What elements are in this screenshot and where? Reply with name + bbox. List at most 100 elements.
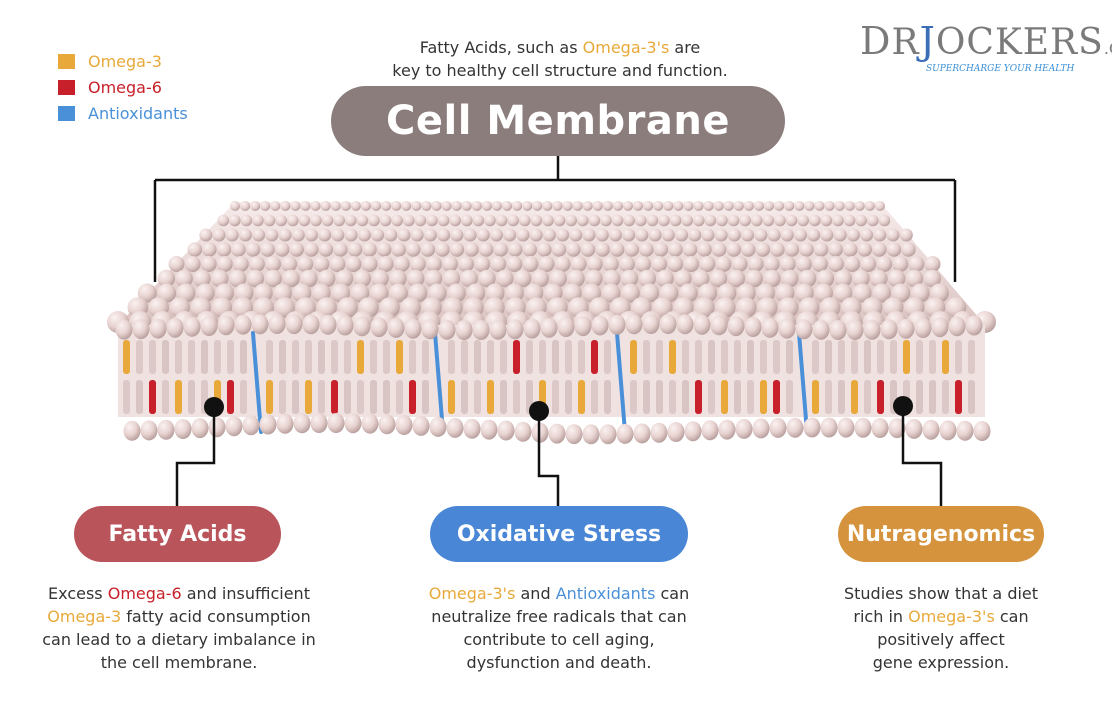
lipid-head xyxy=(356,214,369,227)
lipid-head xyxy=(586,256,603,272)
lipid-tail xyxy=(968,380,975,414)
drjockers-logo: DRJOCKERS.COM SUPERCHARGE YOUR HEALTH xyxy=(860,22,1112,74)
lipid-head xyxy=(495,214,508,227)
lipid-head xyxy=(231,242,246,257)
omega3-tail xyxy=(305,380,312,414)
fatty-acids-marker xyxy=(204,397,224,417)
lipid-head xyxy=(397,228,411,242)
lipid-head xyxy=(200,256,217,272)
lipid-head xyxy=(704,214,717,227)
lipid-head xyxy=(435,242,450,257)
lipid-head xyxy=(914,318,932,338)
lipid-head xyxy=(867,214,879,227)
lipid-tail xyxy=(643,380,650,414)
lipid-head xyxy=(735,418,753,439)
fa-omega6-highlight: Omega-6 xyxy=(107,584,182,603)
fa-text-1: Excess xyxy=(48,584,108,603)
lipid-tail xyxy=(500,380,507,414)
lipid-head xyxy=(931,317,949,338)
lipid-head xyxy=(313,256,330,272)
lipid-tail xyxy=(916,380,923,414)
lipid-head xyxy=(659,314,677,334)
lipid-head xyxy=(948,316,966,337)
lipid-head xyxy=(669,214,682,227)
os-text-2: can xyxy=(655,584,690,603)
lipid-head xyxy=(784,242,800,257)
lipid-head xyxy=(683,256,700,272)
omega3-tail xyxy=(630,340,637,374)
omega3-tail xyxy=(487,380,494,414)
lipid-tail xyxy=(227,340,234,374)
antioxidant-molecule xyxy=(433,331,445,434)
lipid-head xyxy=(727,228,741,242)
lipid-head xyxy=(635,228,649,242)
lipid-head xyxy=(485,283,505,303)
lipid-head xyxy=(552,201,563,211)
lipid-head xyxy=(229,214,241,227)
lipid-head xyxy=(157,269,176,288)
lipid-head xyxy=(409,256,426,272)
lipid-head xyxy=(542,214,554,227)
lipid-head xyxy=(565,424,583,445)
lipid-head xyxy=(377,256,394,272)
lipid-head xyxy=(892,256,909,272)
lipid-head xyxy=(554,256,571,272)
lipid-head xyxy=(387,317,405,338)
lipid-head xyxy=(609,242,625,257)
lipid-head xyxy=(259,414,277,435)
lipid-tail xyxy=(396,380,403,414)
lipid-head xyxy=(345,214,357,227)
lipid-head xyxy=(769,417,787,438)
lipid-head xyxy=(225,228,239,242)
fatty-acids-description: Excess Omega-6 and insufficient Omega-3 … xyxy=(24,582,334,674)
lipid-head xyxy=(347,242,363,257)
lipid-tail xyxy=(929,380,936,414)
lipid-head xyxy=(310,201,321,211)
lipid-head xyxy=(437,228,451,242)
lipid-tail xyxy=(188,380,195,414)
lipid-head xyxy=(549,269,567,288)
lipid-head xyxy=(472,214,485,227)
lipid-head xyxy=(412,415,430,436)
nutragenomics-marker xyxy=(893,396,913,416)
lipid-head xyxy=(391,201,402,211)
omega3-tail xyxy=(448,380,455,414)
lipid-head xyxy=(542,201,553,211)
lipid-head xyxy=(200,316,218,336)
lipid-head xyxy=(616,423,634,444)
lipid-head xyxy=(763,269,781,288)
lipid-head xyxy=(449,214,462,227)
lipid-head xyxy=(780,269,799,288)
lipid-head xyxy=(504,283,524,303)
lipid-head xyxy=(193,269,211,288)
lipid-head xyxy=(697,242,712,257)
antioxidant-molecule xyxy=(251,331,263,434)
lipid-head xyxy=(217,214,230,227)
lipid-head xyxy=(507,214,519,227)
lipid-head xyxy=(184,256,201,272)
lipid-tail xyxy=(279,340,286,374)
lipid-tail xyxy=(539,340,546,374)
lipid-head xyxy=(899,228,913,242)
lipid-head xyxy=(401,201,412,211)
lipid-head xyxy=(350,283,370,303)
lipid-tail xyxy=(695,340,702,374)
lipid-head xyxy=(591,315,609,336)
lipid-head xyxy=(437,214,450,227)
lipid-head xyxy=(803,417,821,438)
lipid-head xyxy=(693,214,705,227)
os-text-4: contribute to cell aging, xyxy=(463,630,655,649)
omega3-tail xyxy=(760,380,767,414)
lipid-head xyxy=(562,201,573,211)
lipid-head xyxy=(566,242,581,257)
lipid-head xyxy=(901,242,916,257)
lipid-head xyxy=(676,314,694,335)
lipid-head xyxy=(622,228,636,242)
lipid-head xyxy=(625,314,643,335)
lipid-head xyxy=(421,319,439,340)
lipid-head xyxy=(393,256,410,272)
lipid-head xyxy=(658,214,670,227)
lipid-head xyxy=(532,201,543,211)
lipid-head xyxy=(530,214,543,227)
fatty-acids-pill: Fatty Acids xyxy=(74,506,281,562)
